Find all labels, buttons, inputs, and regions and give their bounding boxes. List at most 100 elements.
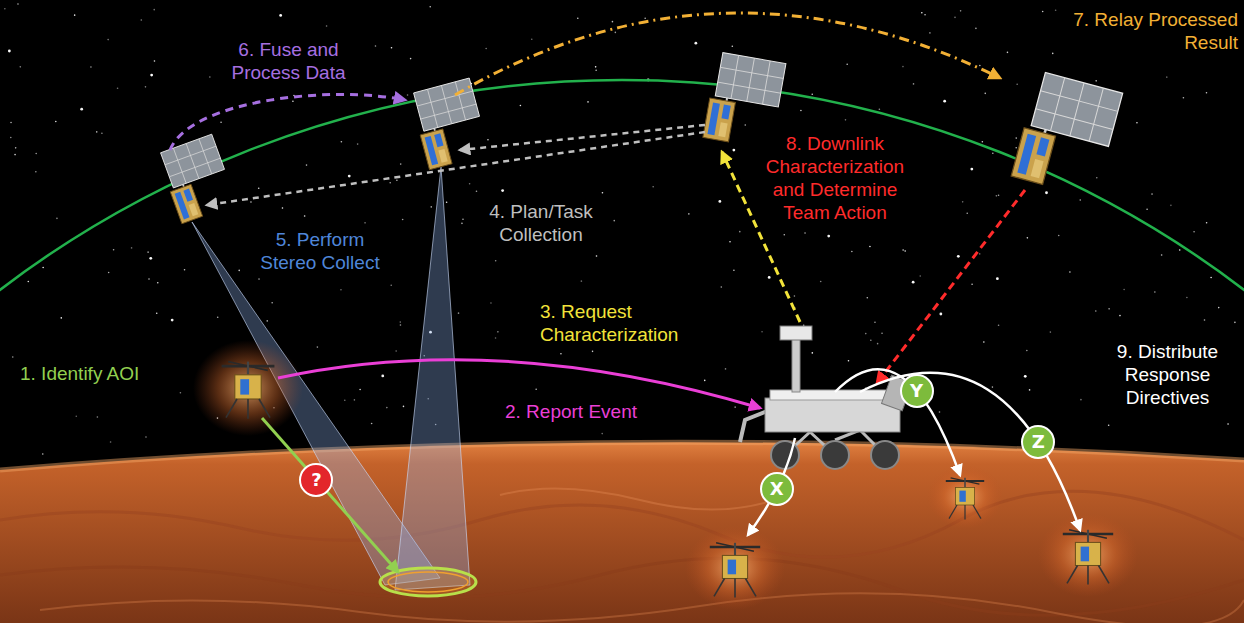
star <box>1108 308 1110 310</box>
star <box>979 253 981 255</box>
star <box>820 281 822 283</box>
star <box>996 195 998 197</box>
star <box>612 21 614 23</box>
star <box>75 415 77 417</box>
star <box>42 267 44 269</box>
star <box>469 183 471 185</box>
star <box>531 38 533 40</box>
star <box>110 441 112 443</box>
star <box>35 171 37 173</box>
star <box>581 280 583 282</box>
star <box>220 121 222 123</box>
star <box>10 122 12 124</box>
step-label: 6. Fuse and Process Data <box>226 38 351 84</box>
star <box>258 187 260 189</box>
star <box>1210 277 1212 279</box>
star <box>145 86 147 88</box>
mars-surface <box>40 593 1244 623</box>
star <box>939 411 941 413</box>
star <box>979 65 981 67</box>
star <box>131 247 133 249</box>
star <box>461 223 463 225</box>
rover <box>821 441 849 469</box>
star <box>921 12 923 14</box>
step-label: 8. Downlink Characterization and Determi… <box>750 132 920 224</box>
star <box>117 88 119 90</box>
star <box>595 69 597 71</box>
step-label: 3. Request Characterization <box>540 300 710 346</box>
flow-arrows <box>455 13 1000 95</box>
star <box>718 200 721 203</box>
star <box>1058 235 1060 237</box>
star <box>846 63 848 65</box>
star <box>113 249 115 251</box>
star <box>354 399 356 401</box>
star <box>1024 375 1027 378</box>
star <box>902 249 904 251</box>
step-label: 5. Perform Stereo Collect <box>250 228 390 274</box>
star <box>266 320 268 322</box>
helicopter-glows <box>685 526 785 610</box>
step-label: 9. Distribute Response Directives <box>1100 340 1235 409</box>
star <box>1154 291 1156 293</box>
star <box>96 131 98 133</box>
flow-arrows <box>860 373 1080 530</box>
star <box>1007 52 1009 54</box>
star <box>150 74 153 77</box>
star <box>615 32 617 34</box>
star <box>960 10 962 12</box>
star <box>996 277 999 280</box>
star <box>1042 11 1044 13</box>
star <box>80 108 83 111</box>
mars-surface <box>0 442 1244 470</box>
star <box>217 316 219 318</box>
star <box>983 341 985 343</box>
star <box>957 255 960 258</box>
star <box>992 386 994 388</box>
star <box>1123 289 1125 291</box>
star <box>800 110 802 112</box>
star <box>870 339 872 341</box>
satellites <box>157 134 237 224</box>
star <box>1026 350 1028 352</box>
star <box>42 453 44 455</box>
star <box>732 149 735 152</box>
rover <box>780 326 812 340</box>
star <box>601 433 603 435</box>
satellites <box>409 78 489 170</box>
star <box>924 14 926 16</box>
helicopter-glows <box>193 340 1138 610</box>
star <box>238 270 240 272</box>
star <box>501 189 504 192</box>
star <box>761 331 763 333</box>
star <box>156 313 158 315</box>
helicopters <box>946 478 984 520</box>
star <box>734 406 736 408</box>
star <box>783 234 785 236</box>
step-label: 4. Plan/Task Collection <box>476 200 606 246</box>
star <box>12 356 14 358</box>
star <box>74 14 76 16</box>
star <box>1206 222 1208 224</box>
callout-circle: X <box>760 472 794 506</box>
area-of-interest <box>380 568 476 596</box>
star <box>962 201 964 203</box>
helicopters <box>1063 530 1113 585</box>
star <box>881 332 883 334</box>
star <box>20 66 22 68</box>
star <box>429 6 431 8</box>
star <box>811 93 813 95</box>
star <box>1227 423 1229 425</box>
star <box>966 212 968 214</box>
star <box>410 58 412 60</box>
star <box>108 272 110 274</box>
star <box>869 246 871 248</box>
star <box>694 42 697 45</box>
star <box>744 124 746 126</box>
star <box>14 154 16 156</box>
callout-text: Y <box>910 381 923 401</box>
star <box>10 137 12 139</box>
star <box>60 317 62 319</box>
stereo-beams <box>395 167 470 590</box>
